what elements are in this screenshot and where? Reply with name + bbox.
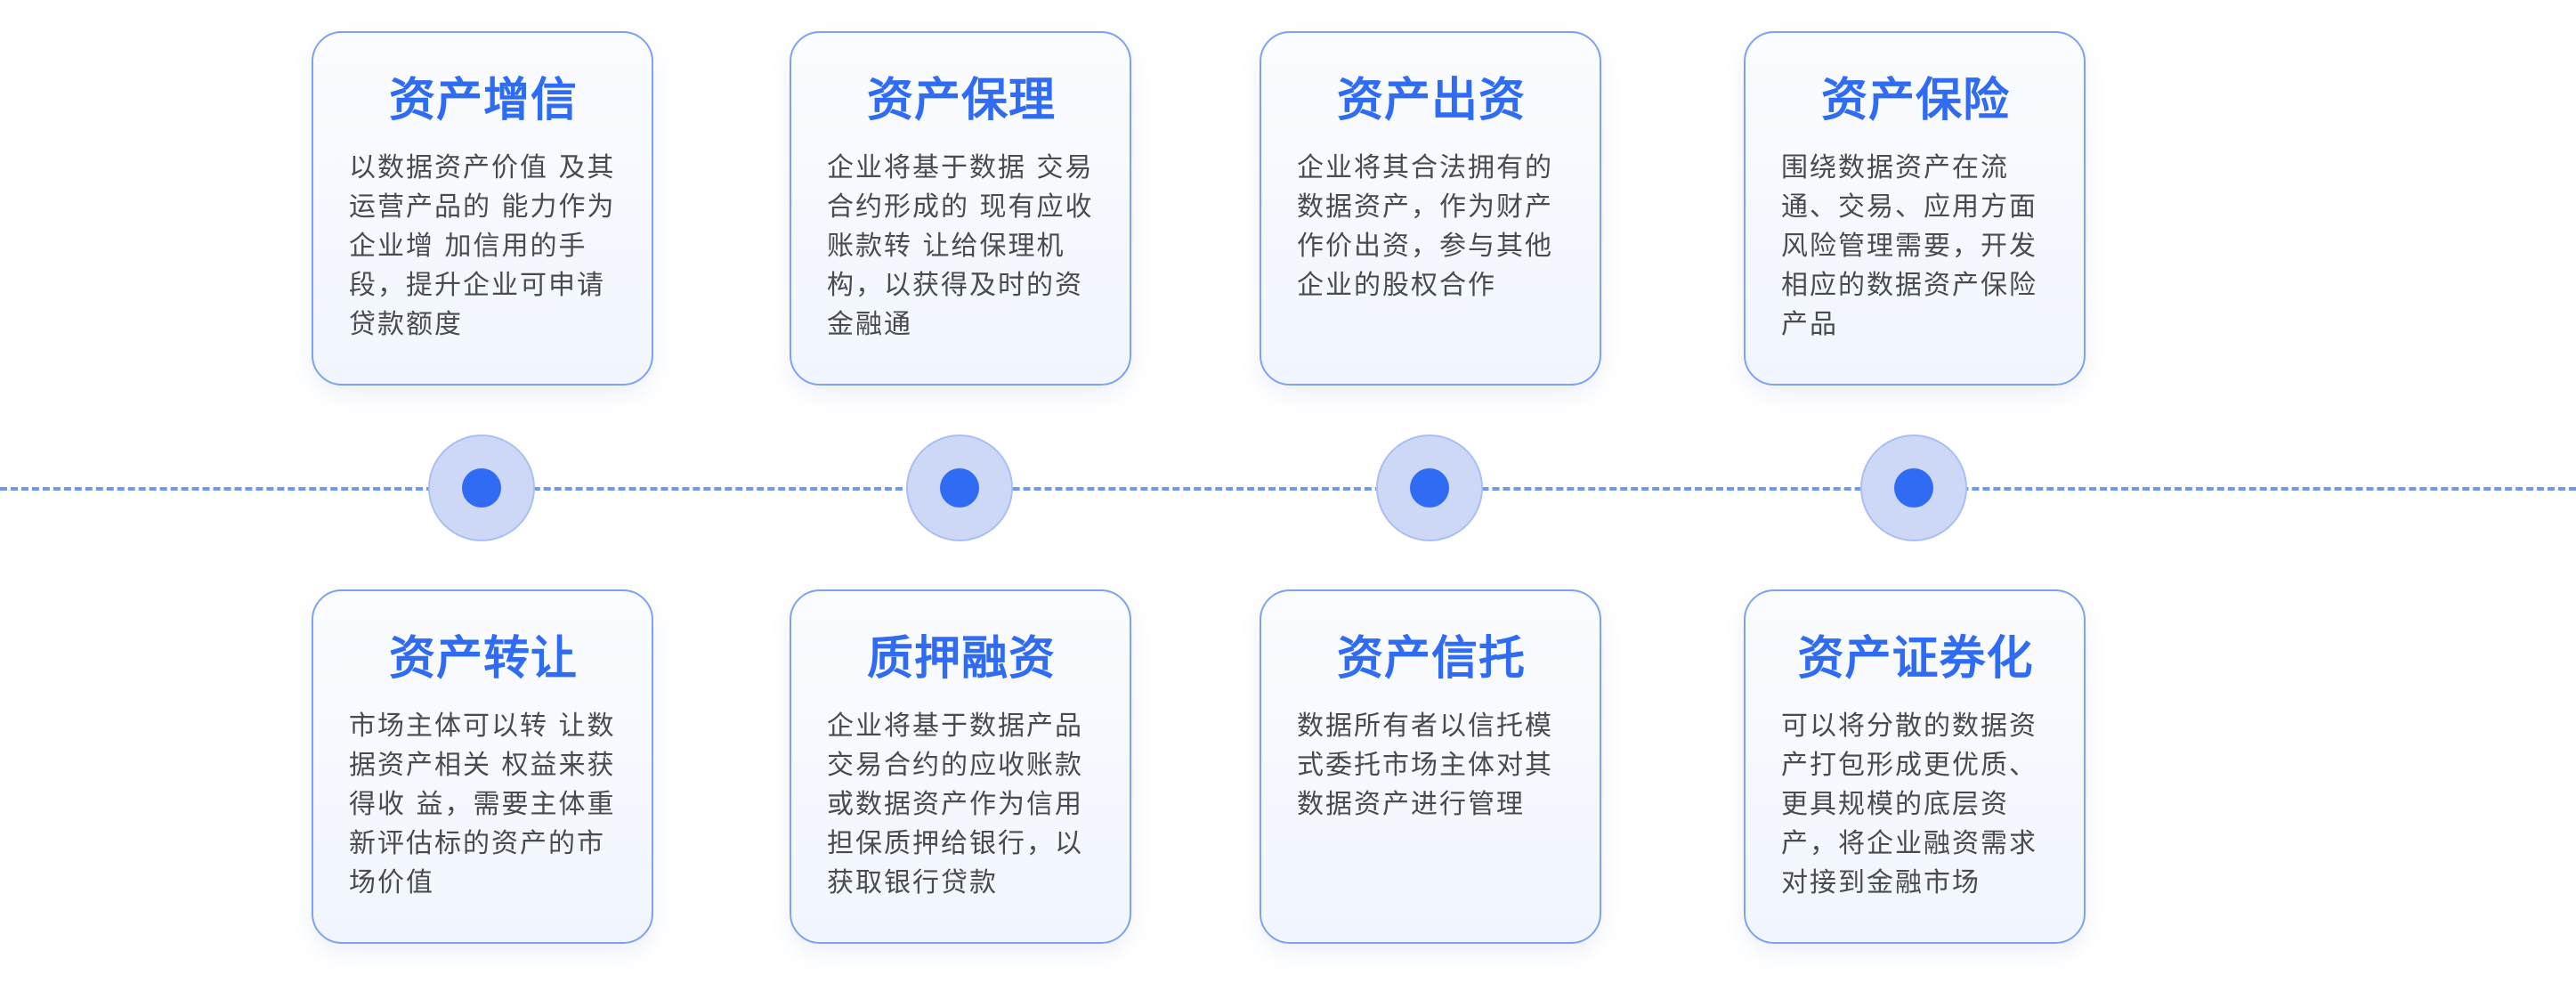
card-asset-trust: 资产信托 数据所有者以信托模 式委托市场主体对其 数据资产进行管理 [1260, 589, 1601, 944]
card-description: 市场主体可以转 让数 据资产相关 权益来获 得收 益，需要主体重 新评估标的资产… [349, 711, 616, 898]
timeline-node-dot [940, 468, 979, 508]
card-description: 以数据资产价值 及其 运营产品的 能力作为 企业增 加信用的手 段，提升企业可申… [349, 152, 616, 340]
timeline-dashed-line [0, 487, 2576, 491]
card-description: 数据所有者以信托模 式委托市场主体对其 数据资产进行管理 [1297, 711, 1553, 820]
card-asset-factoring: 资产保理 企业将基于数据 交易 合约形成的 现有应收 账款转 让给保理机 构，以… [790, 31, 1131, 386]
timeline-node-1 [428, 435, 535, 541]
card-title: 资产证券化 [1797, 632, 2034, 686]
card-asset-credit-enhancement: 资产增信 以数据资产价值 及其 运营产品的 能力作为 企业增 加信用的手 段，提… [312, 31, 653, 386]
timeline-node-dot [1410, 468, 1449, 508]
card-asset-transfer: 资产转让 市场主体可以转 让数 据资产相关 权益来获 得收 益，需要主体重 新评… [312, 589, 653, 944]
card-description: 围绕数据资产在流 通、交易、应用方面 风险管理需要，开发 相应的数据资产保险 产… [1781, 152, 2037, 340]
card-description: 可以将分散的数据资 产打包形成更优质、 更具规模的底层资 产，将企业融资需求 对… [1781, 711, 2037, 898]
timeline-node-dot [462, 468, 501, 508]
timeline-node-2 [906, 435, 1013, 541]
card-title: 资产保险 [1820, 74, 2010, 127]
card-description: 企业将其合法拥有的 数据资产，作为财产 作价出资，参与其他 企业的股权合作 [1297, 152, 1553, 301]
card-title: 资产保理 [866, 74, 1056, 127]
timeline-node-dot [1894, 468, 1933, 508]
card-asset-insurance: 资产保险 围绕数据资产在流 通、交易、应用方面 风险管理需要，开发 相应的数据资… [1744, 31, 2086, 386]
card-description: 企业将基于数据产品 交易合约的应收账款 或数据资产作为信用 担保质押给银行，以 … [827, 711, 1083, 898]
card-pledge-financing: 质押融资 企业将基于数据产品 交易合约的应收账款 或数据资产作为信用 担保质押给… [790, 589, 1131, 944]
card-description: 企业将基于数据 交易 合约形成的 现有应收 账款转 让给保理机 构，以获得及时的… [827, 152, 1094, 340]
card-title: 资产转让 [388, 632, 578, 686]
card-asset-capital-contribution: 资产出资 企业将其合法拥有的 数据资产，作为财产 作价出资，参与其他 企业的股权… [1260, 31, 1601, 386]
card-title: 资产出资 [1336, 74, 1526, 127]
card-title: 资产信托 [1336, 632, 1526, 686]
card-asset-securitization: 资产证券化 可以将分散的数据资 产打包形成更优质、 更具规模的底层资 产，将企业… [1744, 589, 2086, 944]
card-title: 质押融资 [866, 632, 1056, 686]
card-title: 资产增信 [388, 74, 578, 127]
timeline-node-4 [1860, 435, 1967, 541]
timeline-node-3 [1376, 435, 1483, 541]
